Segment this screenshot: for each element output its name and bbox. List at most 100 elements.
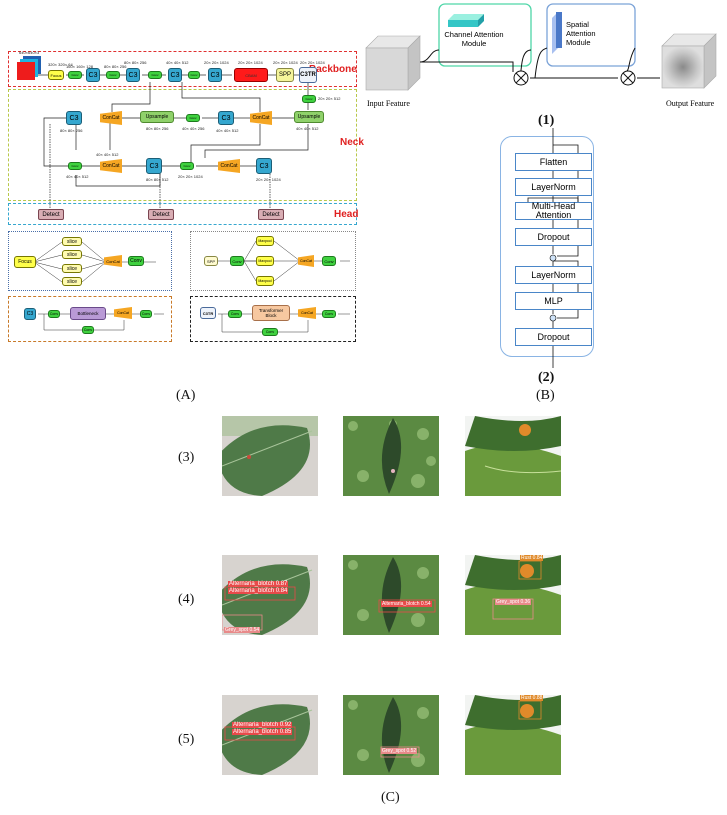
detection-tag: Rust 0.84	[520, 555, 544, 561]
leaf-image: Rust 0.84 Grey_spot 0.36	[465, 555, 561, 635]
concat-block: ConCat	[298, 255, 314, 267]
transformer-block: Transformer Block	[252, 305, 290, 321]
row-label: (3)	[178, 450, 195, 465]
leaf-image	[465, 416, 561, 496]
detection-tag: Grey_spot 0.52	[381, 748, 418, 754]
output-feature-label: Output Feature	[666, 99, 715, 108]
dim-label: 40× 40× 512	[96, 152, 119, 157]
leaf-image: Grey_spot 0.52	[343, 695, 439, 775]
panel-b2-label: (2)	[538, 370, 555, 385]
dropout-box: Dropout	[515, 328, 592, 346]
conv-block: Conv	[68, 71, 82, 79]
transformer-container	[500, 136, 594, 357]
dim-label: 320× 320× 64	[48, 62, 73, 67]
conv-block: Conv	[188, 71, 200, 79]
leaf-image: Rust 0.88	[465, 695, 561, 775]
concat-block: ConCat	[250, 111, 272, 125]
c3-detail-frame	[8, 296, 172, 342]
head-label: Head	[334, 209, 359, 220]
input-feature-label: Input Feature	[367, 99, 410, 108]
upsample-block: Upsample	[294, 111, 324, 123]
dim-label: 20× 20× 1024	[273, 60, 298, 65]
spp-block: SPP	[204, 256, 218, 266]
panel-c-label: (C)	[381, 790, 400, 805]
conv-block: Conv	[230, 256, 244, 266]
detection-tag: Grey_spot 0.54	[224, 627, 261, 633]
slice-block: slice	[62, 277, 82, 286]
concat-block: ConCat	[104, 255, 122, 267]
dim-label: 80× 80× 256	[146, 126, 169, 131]
dim-label: 80× 80× 512	[146, 177, 169, 182]
c3-block: C3	[126, 68, 140, 82]
detection-tag: Alternaria_blotch 0.87	[228, 581, 289, 587]
spatial-attention-label: Spatial Attention Module	[566, 20, 596, 47]
detection-tag: Alternaria_blotch 0.84	[228, 588, 289, 594]
cbam-diagram	[365, 3, 717, 91]
detect-block: Detect	[258, 209, 284, 220]
conv-block: Conv	[68, 162, 82, 170]
c3tr-detail-frame	[190, 296, 356, 342]
c3-detail-lines	[38, 313, 164, 331]
dim-label: 20× 20× 1024	[300, 60, 325, 65]
panel-a-label: (A)	[176, 388, 196, 403]
conv-block: Conv	[322, 310, 336, 318]
conv-block: Conv	[82, 326, 94, 334]
cbam-block: CBAM	[234, 68, 268, 82]
c3-block: C3	[146, 158, 162, 174]
backbone-label: Backbone	[309, 64, 357, 75]
leaf-image: Alternaria_blotch 0.54	[343, 555, 439, 635]
slice-block: slice	[62, 237, 82, 246]
dim-label: 20× 20× 1024	[238, 60, 263, 65]
multihead-attention-box: Multi-Head Attention	[515, 202, 592, 220]
detection-tag: Alternaria_blotch 0.85	[232, 729, 293, 735]
detect-block: Detect	[148, 209, 174, 220]
conv-block: Conv	[180, 162, 194, 170]
dim-label: 640×640×3	[19, 50, 40, 55]
layernorm-box: LayerNorm	[515, 266, 592, 284]
conv-block: Conv	[148, 71, 162, 79]
c3tr-block: C3TR	[299, 67, 317, 83]
c3-block: C3	[218, 111, 234, 125]
dim-label: 40× 40× 256	[182, 126, 205, 131]
dim-label: 20× 20× 512	[318, 96, 341, 101]
detection-tag: Alternaria_blotch 0.54	[381, 601, 432, 607]
layernorm-box: LayerNorm	[515, 178, 592, 196]
c3-block: C3	[208, 68, 222, 82]
dim-label: 20× 20× 1024	[178, 174, 203, 179]
dim-label: 80× 80× 256	[104, 64, 127, 69]
c3tr-block: C3TR	[200, 307, 216, 319]
concat-block: ConCat	[100, 159, 122, 173]
dim-label: 80× 80× 256	[60, 128, 83, 133]
panel-b1-label: (1)	[538, 113, 555, 128]
c3-block: C3	[66, 111, 82, 125]
dim-label: 20× 20× 1024	[204, 60, 229, 65]
channel-attention-label: Channel Attention Module	[444, 30, 504, 48]
dim-label: 40× 40× 512	[66, 174, 89, 179]
c3-block: C3	[168, 68, 182, 82]
slice-block: slice	[62, 250, 82, 259]
conv-block: Conv	[302, 95, 316, 103]
conv-block: Conv	[186, 114, 200, 122]
focus-detail-frame	[8, 231, 172, 291]
panel-a-connectors	[38, 74, 309, 208]
focus-block: Focus	[48, 70, 64, 80]
concat-block: ConCat	[298, 307, 316, 319]
conv-block: Conv	[262, 328, 278, 336]
conv-block: Conv	[140, 310, 152, 318]
panel-b-label: (B)	[536, 388, 555, 403]
detection-tag: Rust 0.88	[520, 695, 544, 701]
transformer-connectors	[527, 128, 579, 368]
dim-label: 40× 40× 512	[216, 128, 239, 133]
maxpool-block: Maxpool	[256, 236, 274, 246]
conv-block: Conv	[128, 256, 144, 266]
spp-detail-lines	[216, 240, 350, 282]
concat-block: ConCat	[114, 307, 132, 319]
dropout-box: Dropout	[515, 228, 592, 246]
dim-label: 160× 160× 128	[66, 64, 93, 69]
flatten-box: Flatten	[515, 153, 592, 171]
leaf-image	[343, 416, 439, 496]
backbone-frame	[8, 51, 357, 87]
maxpool-block: Maxpool	[256, 256, 274, 266]
dim-label: 80× 80× 256	[124, 60, 147, 65]
neck-frame	[8, 89, 357, 201]
